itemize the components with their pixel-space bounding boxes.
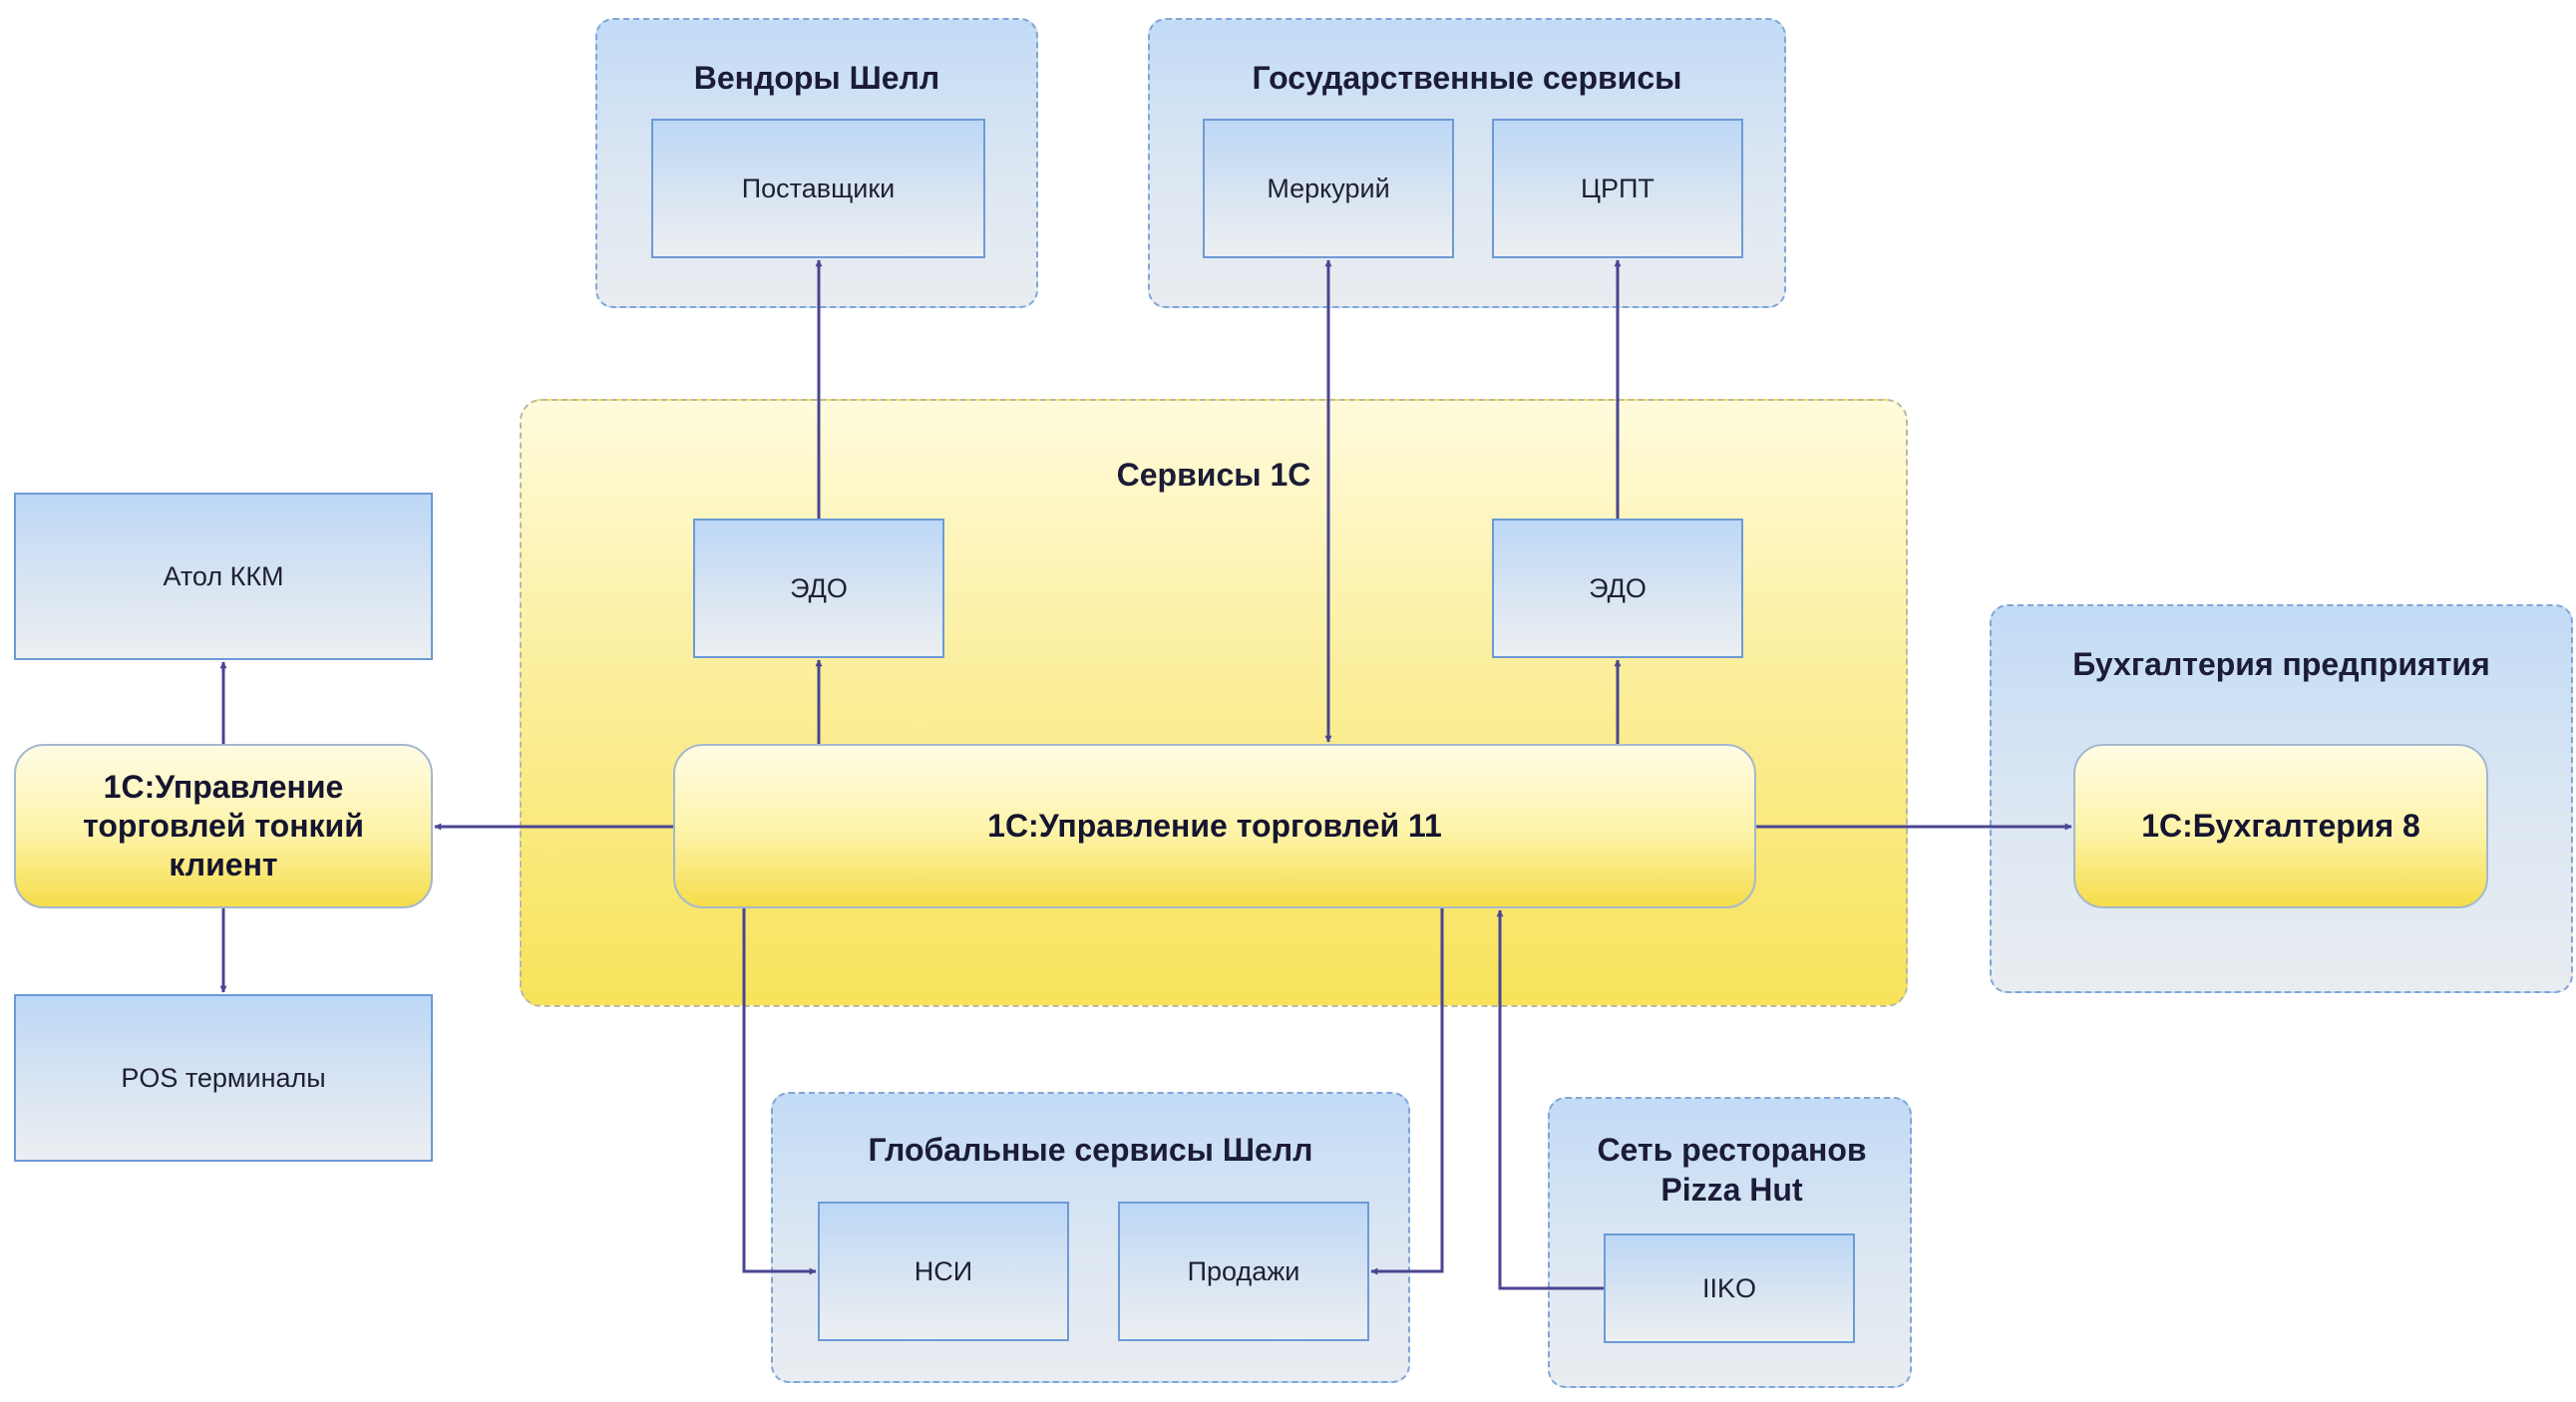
group-services-1c-title: Сервисы 1С	[1116, 457, 1311, 493]
thin-client-box: 1С:Управление торговлей тонкий клиент	[14, 744, 433, 908]
group-enterprise-accounting-title: Бухгалтерия предприятия	[2072, 646, 2490, 682]
group-vendors-shell-title: Вендоры Шелл	[693, 60, 940, 96]
edo-left-box: ЭДО	[693, 519, 944, 658]
atol-kkm-box: Атол ККМ	[14, 493, 433, 660]
crpt-box: ЦРПТ	[1492, 119, 1743, 258]
mercury-box: Меркурий	[1203, 119, 1454, 258]
buh8-box: 1С:Бухгалтерия 8	[2073, 744, 2488, 908]
ut11-box: 1С:Управление торговлей 11	[673, 744, 1756, 908]
edo-right-box: ЭДО	[1492, 519, 1743, 658]
pos-terminals-box: POS терминалы	[14, 994, 433, 1162]
group-services-1c: Сервисы 1С	[520, 399, 1908, 1007]
group-government-services-title: Государственные сервисы	[1252, 60, 1682, 96]
sales-box: Продажи	[1118, 1202, 1369, 1341]
nsi-box: НСИ	[818, 1202, 1069, 1341]
group-global-services-shell-title: Глобальные сервисы Шелл	[868, 1132, 1313, 1168]
suppliers-box: Поставщики	[651, 119, 985, 258]
group-pizza-hut-title: Сеть ресторанов Pizza Hut	[1597, 1132, 1867, 1208]
iiko-box: IIKO	[1604, 1233, 1855, 1343]
